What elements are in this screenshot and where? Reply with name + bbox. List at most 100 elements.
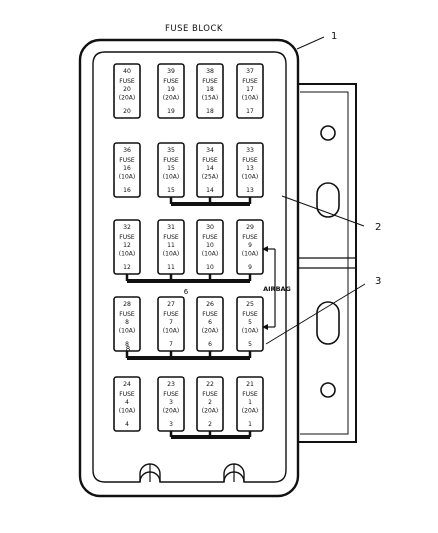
fuse-position-number: 21	[246, 381, 254, 388]
fuse-position-number: 24	[123, 381, 131, 388]
fuse-label-line: 12	[123, 242, 131, 249]
fuse-label-line: 20	[123, 86, 131, 93]
fuse-label-line: FUSE	[119, 78, 135, 85]
fuse-label-line: (10A)	[242, 250, 258, 257]
fuse-body	[157, 296, 185, 352]
fuse-terminal-number: 4	[125, 421, 129, 428]
mounting-hole-top	[320, 125, 336, 141]
fuse-position-number: 23	[167, 381, 175, 388]
fuse-terminal-number: 19	[167, 108, 175, 115]
housing-latch-right	[223, 463, 245, 482]
fuse-body	[196, 376, 224, 432]
fuse-body	[236, 219, 264, 275]
fuse-label-line: (10A)	[119, 407, 135, 414]
fuse-terminal-number: 18	[206, 108, 214, 115]
fuse-label-line: (10A)	[242, 94, 258, 101]
fuse-label-line: 2	[208, 399, 212, 406]
fuse-body	[196, 219, 224, 275]
fuse-position-number: 25	[246, 301, 254, 308]
bus-bar-row-2	[169, 197, 252, 206]
fuse-terminal-number: 2	[208, 421, 212, 428]
fuse-label-line: 3	[169, 399, 173, 406]
fuse-label-line: 16	[123, 165, 131, 172]
fuse-position-number: 30	[206, 224, 214, 231]
fuse-label-line: 10	[206, 242, 214, 249]
fuse-body	[157, 219, 185, 275]
fuse-position-number: 33	[246, 147, 254, 154]
callout-2: 2	[375, 222, 381, 233]
bus-bar-row-5	[169, 431, 252, 439]
mounting-hole-bottom	[320, 382, 336, 398]
fuse-label-line: (20A)	[119, 94, 135, 101]
fuse-body	[196, 296, 224, 352]
fuse-label-line: FUSE	[119, 234, 135, 241]
bus-label-row3: 6	[184, 288, 189, 296]
fuse-terminal-number: 12	[123, 264, 131, 271]
fuse-terminal-number: 11	[167, 264, 175, 271]
bus-bars	[125, 197, 252, 439]
fuse-label-line: 5	[248, 319, 252, 326]
fuse-body	[236, 376, 264, 432]
mounting-slot-lower	[316, 301, 340, 345]
fuse-label-line: FUSE	[202, 311, 218, 318]
fuse-label-line: 8	[125, 319, 129, 326]
housing-latch-left	[139, 463, 161, 482]
fuse-label-line: (15A)	[202, 94, 218, 101]
fuse-label-line: FUSE	[242, 391, 258, 398]
fuse-label-line: 11	[167, 242, 175, 249]
fuse-label-line: FUSE	[163, 234, 179, 241]
fuse-label-line: 4	[125, 399, 129, 406]
fuse-terminal-number: 7	[169, 341, 173, 348]
fuse-body	[113, 296, 141, 352]
fuse-position-number: 34	[206, 147, 214, 154]
fuse-position-number: 35	[167, 147, 175, 154]
fuse-position-number: 38	[206, 68, 214, 75]
fuse-body	[157, 142, 185, 198]
fuse-body	[113, 219, 141, 275]
fuse-position-number: 39	[167, 68, 175, 75]
fuse-position-number: 31	[167, 224, 175, 231]
bus-bar-row-4	[125, 351, 252, 360]
fuse-label-line: FUSE	[119, 391, 135, 398]
fuse-position-number: 32	[123, 224, 131, 231]
fuse-label-line: FUSE	[202, 78, 218, 85]
fuse-body	[157, 376, 185, 432]
fuse-label-line: FUSE	[242, 78, 258, 85]
fuse-label-line: (10A)	[119, 250, 135, 257]
fuse-position-number: 22	[206, 381, 214, 388]
fuse-label-line: (25A)	[202, 173, 218, 180]
fuse-body	[196, 63, 224, 119]
fuse-label-line: FUSE	[163, 78, 179, 85]
fuse-label-line: FUSE	[202, 391, 218, 398]
fuse-position-number: 28	[123, 301, 131, 308]
fuse-body	[236, 296, 264, 352]
fuse-label-line: (10A)	[119, 173, 135, 180]
diagram-title: FUSE BLOCK	[165, 24, 223, 34]
fuse-terminal-number: 15	[167, 187, 175, 194]
fuse-label-line: (10A)	[163, 173, 179, 180]
fuse-label-line: FUSE	[242, 311, 258, 318]
fuse-label-line: (10A)	[163, 327, 179, 334]
fuse-position-number: 40	[123, 68, 131, 75]
fuse-label-line: (20A)	[242, 407, 258, 414]
bus-label-row4: 8	[126, 345, 130, 353]
callout-1: 1	[331, 31, 337, 42]
fuse-position-number: 26	[206, 301, 214, 308]
fuse-body	[236, 63, 264, 119]
